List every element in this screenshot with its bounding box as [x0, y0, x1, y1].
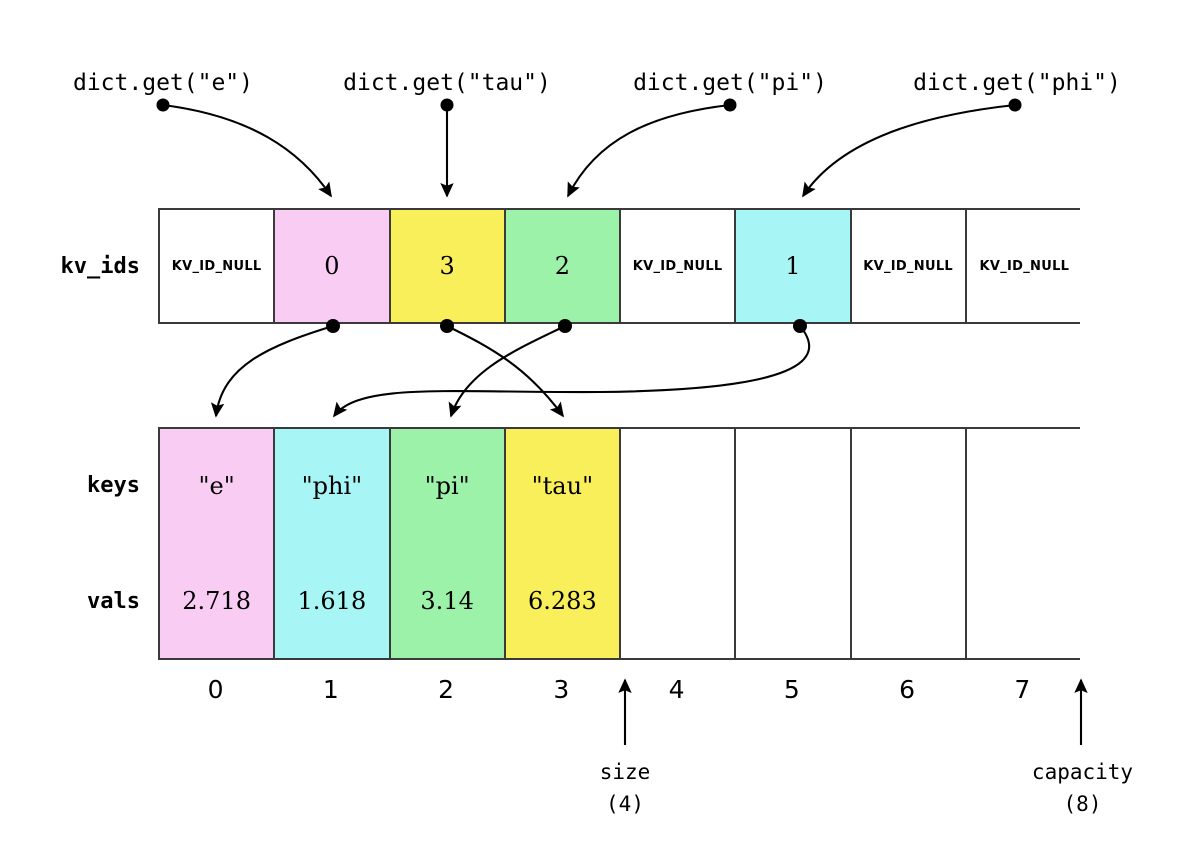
keys-cell-7: [966, 429, 1082, 543]
arrow-kvid-0-to-keys-0: [210, 319, 340, 418]
keys-cell-0-text: "e": [198, 472, 235, 500]
arrow-kvid-3-to-keys-3: [440, 319, 564, 418]
kv_ids-cell-3-text: 2: [554, 252, 571, 280]
kv_ids-cell-1: 0: [275, 210, 391, 322]
kv_ids-cell-0: KV_ID_NULL: [160, 210, 276, 322]
marker-size-value: (4): [606, 792, 644, 816]
kv_ids-cell-4-text: KV_ID_NULL: [632, 258, 723, 274]
kv_ids-cell-5-text: 1: [785, 252, 801, 280]
arrow-get-pi: [567, 98, 737, 198]
keys-vals-table: "e" "phi" "pi" "tau" 2.718 1.618 3.14 6.283: [158, 427, 1082, 660]
index-tick-6: 6: [899, 675, 916, 704]
keys-cell-6: [851, 429, 967, 543]
index-tick-1: 1: [322, 675, 339, 704]
kv_ids-cell-6: KV_ID_NULL: [851, 210, 967, 322]
kv_ids-cell-5: 1: [736, 210, 852, 322]
keys-cell-2-text: "pi": [424, 472, 470, 500]
marker-capacity-label: capacity: [1031, 760, 1134, 784]
row-label-keys: keys: [87, 473, 140, 498]
arrow-get-tau: [440, 98, 454, 198]
kv_ids-cell-4: KV_ID_NULL: [621, 210, 737, 322]
kv_ids-cell-2-text: 3: [439, 252, 455, 280]
vals-cell-0: 2.718: [160, 543, 276, 658]
vals-cell-3-text: 6.283: [528, 586, 597, 615]
kv_ids-cell-2: 3: [390, 210, 506, 322]
index-tick-4: 4: [668, 675, 685, 704]
vals-cell-5: [736, 543, 852, 658]
marker-capacity-value: (8): [1063, 792, 1102, 816]
call-label-pi: dict.get("pi"): [633, 70, 827, 96]
keys-cell-0: "e": [160, 429, 276, 543]
keys-cell-4: [621, 429, 737, 543]
vals-cell-1: 1.618: [275, 543, 391, 658]
vals-cell-6: [851, 543, 967, 658]
kv_ids-cell-3: 2: [505, 210, 621, 322]
index-tick-3: 3: [553, 675, 570, 704]
kv_ids-cell-0-text: KV_ID_NULL: [171, 258, 262, 274]
vals-cell-1-text: 1.618: [297, 586, 367, 615]
row-label-kv-ids: kv_ids: [60, 254, 140, 279]
vals-cell-4: [621, 543, 737, 658]
kv-ids-table: KV_ID_NULL 0 3 2 KV_ID_NULL 1 KV_ID_NULL KV_ID_…: [158, 208, 1082, 324]
vals-cell-0-text: 2.718: [182, 586, 251, 615]
vals-cell-3: 6.283: [505, 543, 621, 658]
keys-cell-2: "pi": [390, 429, 506, 543]
vals-cell-7: [966, 543, 1082, 658]
keys-cell-5: [736, 429, 852, 543]
keys-cell-1: "phi": [275, 429, 391, 543]
row-label-vals: vals: [87, 589, 140, 614]
vals-cell-2-text: 3.14: [420, 586, 474, 615]
call-label-tau: dict.get("tau"): [343, 70, 551, 96]
index-tick-2: 2: [438, 675, 455, 704]
vals-cell-2: 3.14: [390, 543, 506, 658]
call-label-phi: dict.get("phi"): [913, 70, 1121, 96]
index-tick-7: 7: [1014, 675, 1031, 704]
kv_ids-cell-7: KV_ID_NULL: [966, 210, 1082, 322]
arrow-get-e: [156, 98, 332, 198]
keys-cell-3-text: "tau": [531, 472, 594, 500]
kv_ids-cell-6-text: KV_ID_NULL: [863, 258, 954, 274]
kv_ids-cell-7-text: KV_ID_NULL: [979, 258, 1070, 274]
keys-cell-3: "tau": [505, 429, 621, 543]
marker-size-label: size: [599, 760, 651, 784]
arrow-kvid-2-to-keys-2: [448, 319, 572, 418]
arrow-get-phi: [802, 98, 1022, 198]
kv_ids-cell-1-text: 0: [324, 252, 340, 280]
call-label-e: dict.get("e"): [72, 70, 253, 96]
index-tick-0: 0: [207, 675, 224, 704]
keys-cell-1-text: "phi": [301, 472, 363, 500]
index-tick-5: 5: [783, 675, 800, 704]
arrow-kvid-1-to-keys-1: [332, 319, 811, 418]
